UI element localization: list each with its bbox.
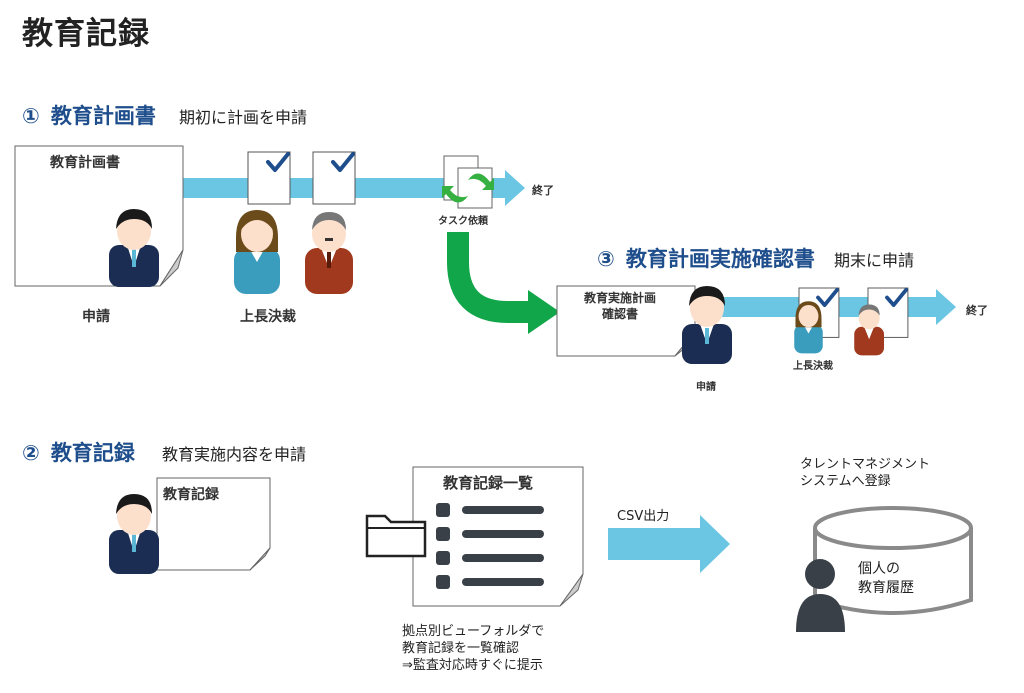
section3-heading: ③ 教育計画実施確認書 期末に申請 [597, 243, 914, 273]
section1-title: 教育計画書 [50, 104, 156, 128]
list-lines-icon [436, 503, 544, 589]
approver-doc-1 [246, 150, 292, 206]
section3-subtitle: 期末に申請 [833, 251, 914, 270]
database-person-icon [796, 559, 845, 632]
database-label-line1: 個人の [858, 561, 900, 577]
section2-number: ② [22, 441, 40, 465]
approver-female [234, 210, 280, 294]
csv-arrow [608, 515, 730, 573]
folder-note-line2: 教育記録を一覧確認 [402, 641, 520, 656]
talent-system-line2: システムへ登録 [800, 474, 891, 489]
section3-title: 教育計画実施確認書 [625, 247, 815, 271]
confirm-document-label: 教育実施計画 確認書 [565, 290, 675, 322]
record-list-label: 教育記録一覧 [443, 474, 534, 492]
task-request-label: タスク依頼 [438, 216, 488, 227]
section2-title: 教育記録 [50, 441, 135, 465]
folder-icon [365, 514, 427, 558]
section3-approver-female [794, 301, 823, 354]
section1-subtitle: 期初に計画を申請 [178, 108, 307, 127]
approver-label: 上長決裁 [240, 309, 296, 325]
section3-applicant-label: 申請 [696, 382, 716, 393]
folder-note: 拠点別ビューフォルダで 教育記録を一覧確認 ⇒監査対応時すぐに提示 [402, 623, 544, 674]
record-applicant-person [109, 494, 159, 574]
page-title: 教育記録 [22, 16, 150, 52]
database-label-line2: 教育履歴 [858, 580, 914, 596]
confirm-document-label-line2: 確認書 [601, 307, 638, 321]
plan-document-label: 教育計画書 [50, 155, 120, 171]
folder-note-line1: 拠点別ビューフォルダで [402, 624, 545, 639]
applicant-label: 申請 [82, 309, 110, 325]
section1-end-label: 終了 [532, 184, 554, 197]
green-transition-arrow [447, 232, 560, 334]
section3-number: ③ [597, 247, 615, 271]
section2-heading: ② 教育記録 教育実施内容を申請 [22, 437, 306, 467]
csv-output-label: CSV出力 [617, 509, 670, 524]
approver-doc-2 [311, 150, 357, 206]
confirm-document-label-line1: 教育実施計画 [583, 291, 656, 305]
task-request-icon [442, 155, 494, 209]
section3-approver-male [854, 304, 884, 356]
section3-applicant-person [682, 286, 732, 364]
section1-number: ① [22, 104, 40, 128]
section2-subtitle: 教育実施内容を申請 [161, 445, 306, 464]
section3-end-label: 終了 [966, 304, 988, 317]
talent-system-line1: タレントマネジメント [800, 457, 931, 472]
section3-approver-label: 上長決裁 [793, 361, 833, 372]
applicant-person [109, 209, 159, 287]
talent-system-label: タレントマネジメント システムへ登録 [800, 456, 930, 490]
section1-heading: ① 教育計画書 期初に計画を申請 [22, 100, 307, 130]
record-document-label: 教育記録 [163, 487, 219, 503]
folder-note-line3: ⇒監査対応時すぐに提示 [402, 658, 543, 673]
approver-male [305, 212, 353, 294]
database-label: 個人の 教育履歴 [858, 560, 914, 598]
